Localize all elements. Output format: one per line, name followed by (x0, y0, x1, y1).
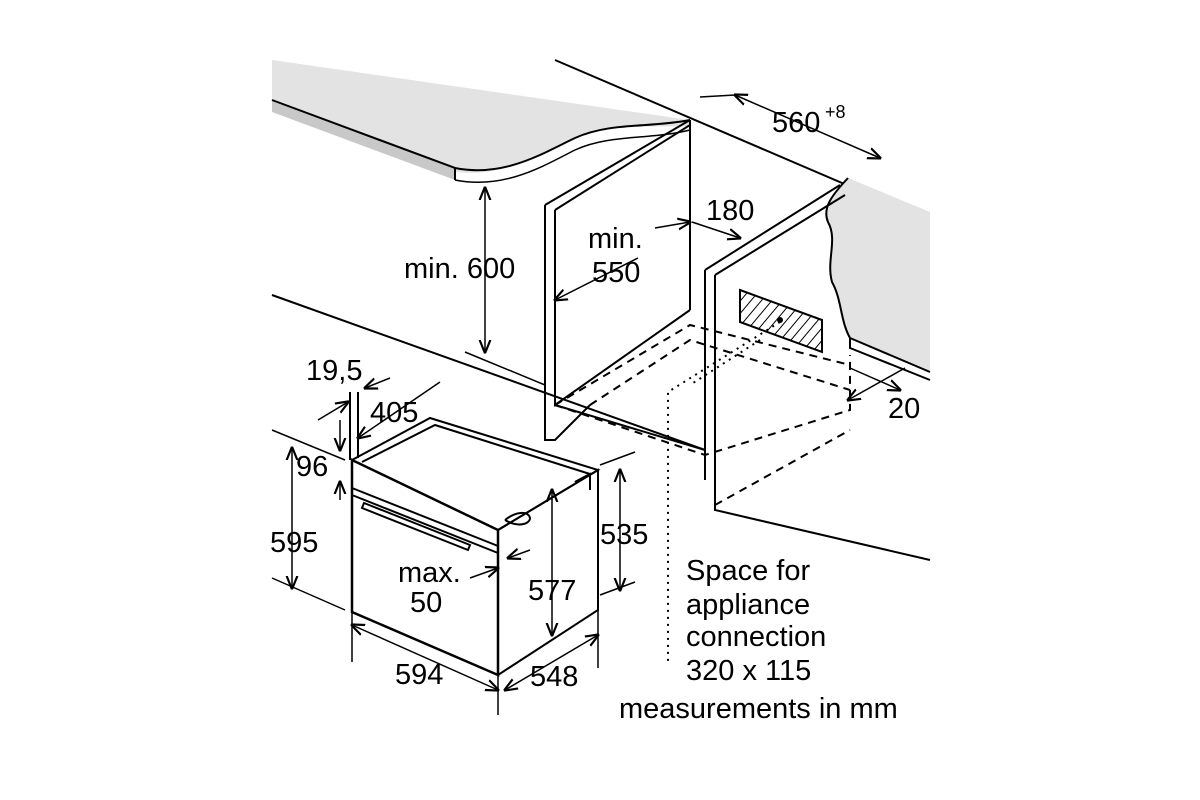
label-countertop-width: 560 (772, 107, 820, 139)
label-niche-depth-1: min. (588, 223, 643, 255)
dimension-labels: 560 +8 min. 600 min. 550 180 20 19,5 405… (270, 102, 920, 693)
label-total-height: 595 (270, 527, 318, 559)
note-line-1: Space for (686, 555, 810, 587)
label-niche-depth-2: 550 (592, 257, 640, 289)
label-plinth-gap: 20 (888, 393, 920, 425)
label-top-depth: 405 (370, 397, 418, 429)
label-side-height: 535 (600, 519, 648, 551)
label-handle-2: 50 (410, 587, 442, 619)
label-depth: 548 (530, 661, 578, 693)
dimension-lines (271, 95, 906, 715)
left-countertop (271, 59, 906, 310)
label-niche-height: min. 600 (404, 253, 515, 285)
connection-area (667, 288, 823, 665)
label-body-height: 577 (528, 575, 576, 607)
note-line-3: connection (686, 621, 826, 653)
label-top-height: 96 (296, 451, 328, 483)
note-line-2: appliance (686, 589, 810, 621)
right-countertop (825, 177, 931, 381)
label-back-gap: 180 (706, 195, 754, 227)
units-note: measurements in mm (619, 693, 898, 725)
label-panel-offset: 19,5 (306, 355, 362, 387)
label-width: 594 (395, 659, 443, 691)
oven-appliance (350, 416, 601, 677)
label-countertop-tolerance: +8 (825, 102, 846, 122)
cabinet-niche (271, 119, 931, 561)
connection-note: Space for appliance connection 320 x 115… (619, 555, 898, 725)
label-handle-1: max. (398, 557, 461, 589)
note-line-4: 320 x 115 (686, 655, 811, 687)
